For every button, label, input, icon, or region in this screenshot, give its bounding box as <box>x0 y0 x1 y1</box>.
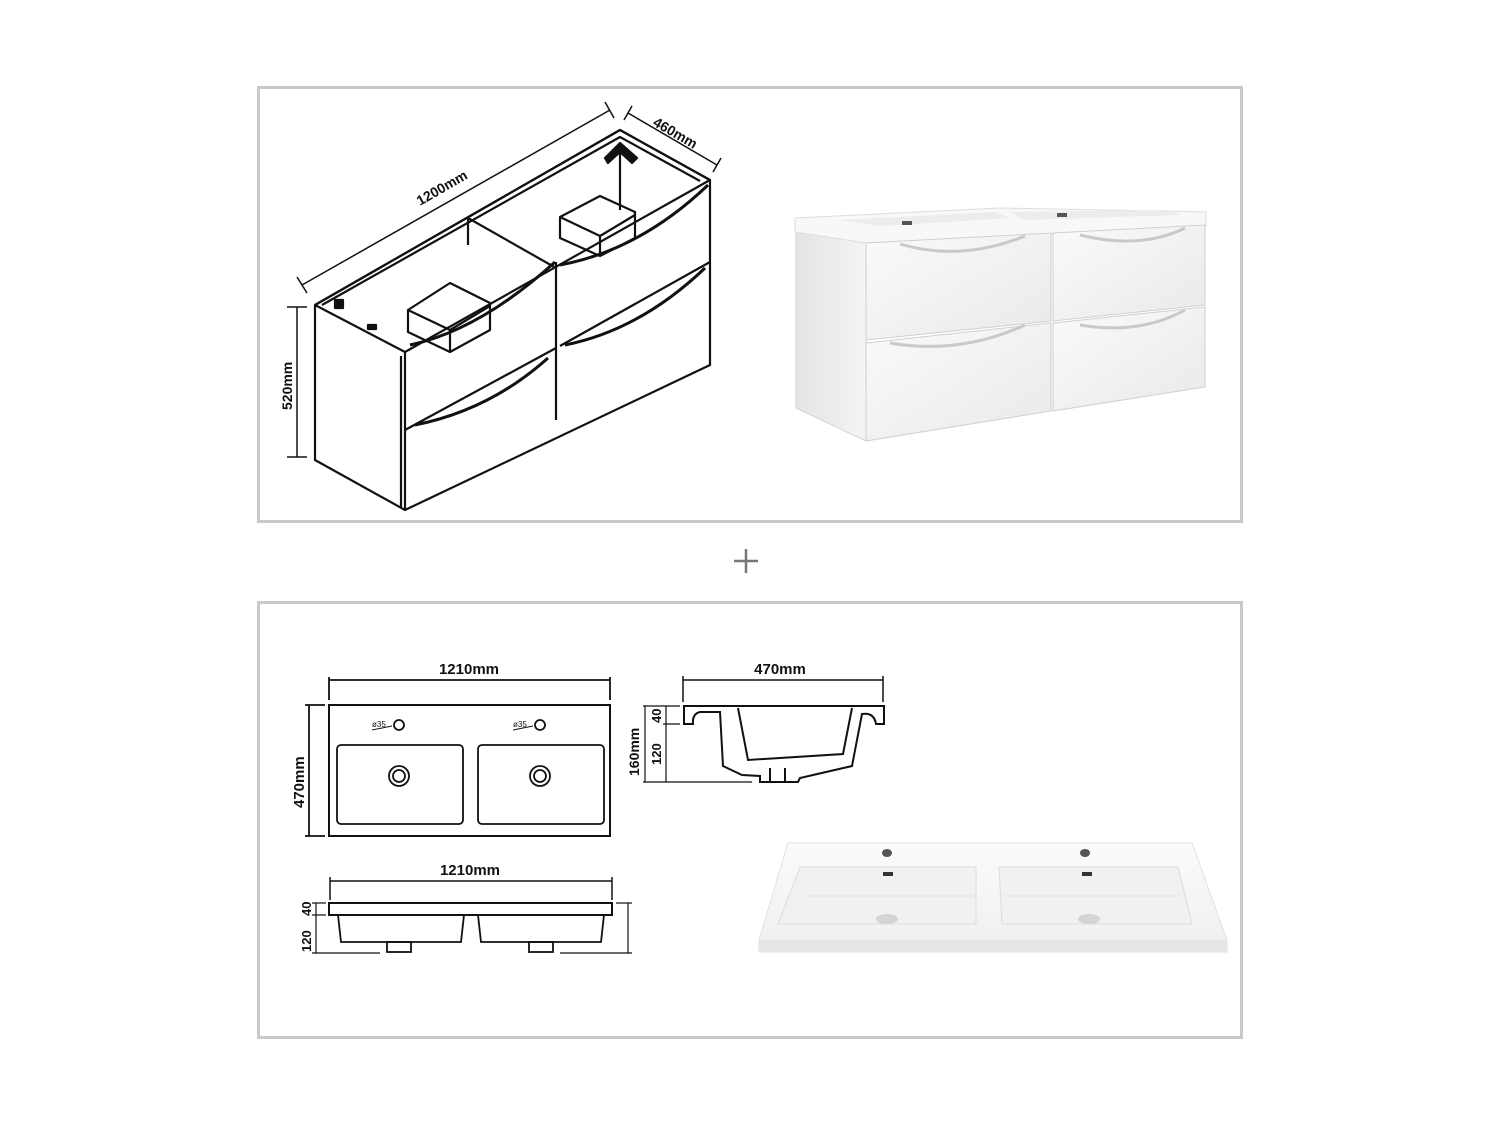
basin-top-depth-label: 470mm <box>291 756 308 808</box>
basin-side-width-label: 470mm <box>754 661 806 678</box>
basin-side-bowl-label: 120 <box>649 743 664 765</box>
cabinet-height-label: 520mm <box>279 362 295 410</box>
tap-hole-label-right: ø35 <box>513 720 527 729</box>
basin-side-total-height-label: 160mm <box>626 728 642 776</box>
plus-icon <box>734 549 758 573</box>
basin-front-width-label: 1210mm <box>440 862 500 879</box>
basin-side-rim-label: 40 <box>649 709 664 723</box>
tap-hole-label-left: ø35 <box>372 720 386 729</box>
basin-panel <box>257 601 1243 1039</box>
basin-front-bowl-label: 120 <box>299 930 314 952</box>
basin-front-rim-label: 40 <box>299 902 314 916</box>
basin-top-width-label: 1210mm <box>439 661 499 678</box>
